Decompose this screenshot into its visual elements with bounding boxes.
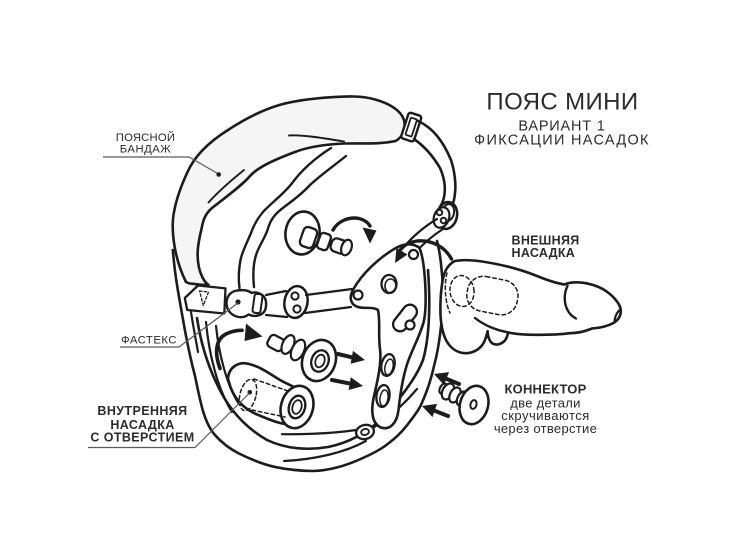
svg-text:КОННЕКТОР: КОННЕКТОР: [505, 382, 587, 397]
svg-text:ВНЕШНЯЯ: ВНЕШНЯЯ: [512, 234, 580, 248]
svg-text:С ОТВЕРСТИЕМ: С ОТВЕРСТИЕМ: [90, 431, 194, 445]
svg-text:НАСАДКА: НАСАДКА: [110, 418, 174, 432]
svg-text:ВАРИАНТ 1: ВАРИАНТ 1: [518, 119, 605, 135]
svg-text:две детали: две детали: [510, 395, 580, 410]
svg-text:ПОЯС МИНИ: ПОЯС МИНИ: [486, 89, 638, 116]
svg-text:скручиваются: скручиваются: [501, 408, 590, 423]
svg-text:БАНДАЖ: БАНДАЖ: [120, 144, 172, 156]
svg-text:НАСАДКА: НАСАДКА: [512, 246, 576, 260]
svg-text:ФАСТЕКС: ФАСТЕКС: [121, 334, 177, 346]
svg-text:ПОЯСНОЙ: ПОЯСНОЙ: [116, 131, 175, 144]
svg-text:ВНУТРЕННЯЯ: ВНУТРЕННЯЯ: [97, 404, 187, 418]
svg-text:через отверстие: через отверстие: [494, 421, 597, 436]
svg-text:ФИКСАЦИИ НАСАДОК: ФИКСАЦИИ НАСАДОК: [474, 133, 650, 149]
